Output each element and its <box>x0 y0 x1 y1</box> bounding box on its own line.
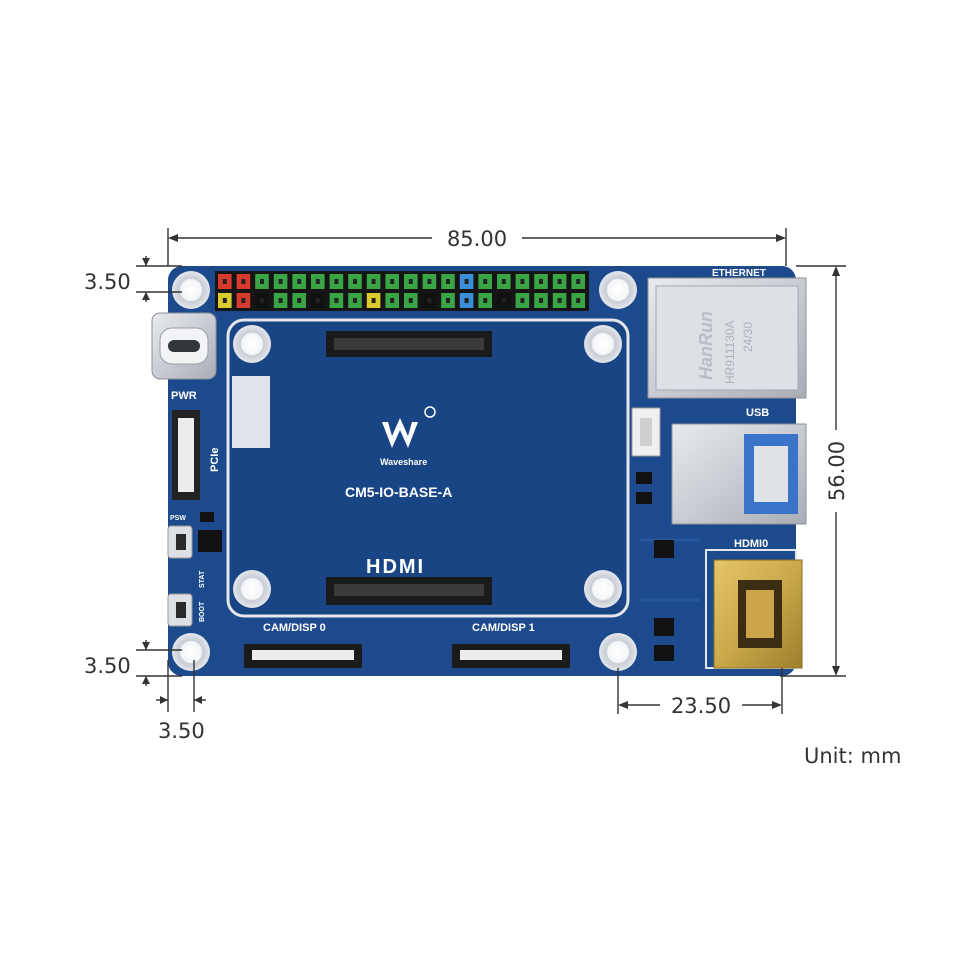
gpio-pin-tip <box>297 298 302 303</box>
unit-label: Unit: mm <box>804 744 902 768</box>
gpio-pin-tip <box>315 298 320 303</box>
rj45-model: HR911130A <box>723 320 737 384</box>
gpio-pin-tip <box>371 279 376 284</box>
hole-bottom-right <box>599 633 637 671</box>
gpio-pin-tip <box>297 279 302 284</box>
gpio-pin-tip <box>464 279 469 284</box>
gpio-pin-tip <box>557 298 562 303</box>
gpio-pin-tip <box>427 298 432 303</box>
gpio-pin-tip <box>576 279 581 284</box>
cam0-label: CAM/DISP 0 <box>263 622 326 634</box>
dim-hole-bottom: 3.50 <box>84 654 131 678</box>
dim-hole-top: 3.50 <box>84 270 131 294</box>
b2b-connector-bottom <box>326 577 492 605</box>
gpio-pin-tip <box>446 298 450 303</box>
ethernet-label: ETHERNET <box>712 268 766 279</box>
gpio-pin-tip <box>260 279 264 284</box>
stat-label: STAT <box>199 570 206 588</box>
brand-text: Waveshare <box>380 457 427 467</box>
ethernet-port <box>647 277 807 399</box>
gpio-header-base <box>215 271 589 311</box>
gpio-pin-tip <box>315 279 320 284</box>
smd-components-left <box>198 512 222 552</box>
gpio-pin-tip <box>408 279 413 284</box>
waveshare-logo-icon <box>382 406 436 448</box>
gpio-pin-tip <box>557 279 562 284</box>
gpio-pin-tip <box>260 298 264 303</box>
hdmi-logo: HDMI <box>366 556 425 578</box>
gpio-header <box>215 271 589 311</box>
gpio-pin-tip <box>278 279 283 284</box>
rj45-code: 24/30 <box>741 322 755 352</box>
cam-disp-1-connector <box>452 644 570 668</box>
gpio-pin-tip <box>278 298 283 303</box>
cam1-label: CAM/DISP 1 <box>472 622 535 634</box>
gpio-pin-tip <box>222 298 227 303</box>
gpio-pin-tip <box>483 279 488 284</box>
gpio-pin-tip <box>483 298 488 303</box>
rj45-brand: HanRun <box>696 311 716 380</box>
boot-button[interactable] <box>167 593 193 627</box>
gpio-pin-tip <box>353 279 357 284</box>
mounting-holes <box>172 271 637 671</box>
hdmi0-label: HDMI0 <box>734 538 768 550</box>
cam-disp-0-connector <box>244 644 362 668</box>
psw-label: PSW <box>170 515 186 522</box>
gpio-pin-tip <box>222 279 227 284</box>
gpio-pin-tip <box>408 298 413 303</box>
gpio-pin-tip <box>539 298 543 303</box>
board-name: CM5-IO-BASE-A <box>345 484 452 500</box>
b2b-connector-top <box>326 331 492 357</box>
hdmi-port <box>713 559 803 669</box>
usb-c-port <box>151 312 217 380</box>
dim-hole-left: 3.50 <box>158 719 205 743</box>
gpio-pin-tip <box>241 279 246 284</box>
hole-top-left <box>172 271 210 309</box>
usb-port <box>671 423 807 525</box>
gpio-pin-tip <box>371 298 376 303</box>
gpio-pin-tip <box>334 279 339 284</box>
gpio-pin-tip <box>353 298 357 303</box>
gpio-pin-tip <box>334 298 339 303</box>
gpio-pin-tip <box>464 298 469 303</box>
dim-port-offset: 23.50 <box>671 694 731 718</box>
gpio-pin-tip <box>520 298 525 303</box>
gpio-pin-tip <box>501 298 506 303</box>
hole-module-br <box>584 570 622 608</box>
gpio-pin-tip <box>539 279 543 284</box>
pcie-label: PCIe <box>209 448 221 472</box>
gpio-pin-tip <box>427 279 432 284</box>
gpio-pin-tip <box>241 298 246 303</box>
label-pad <box>232 376 270 448</box>
gpio-pin-tip <box>576 298 581 303</box>
dim-height: 56.00 <box>825 441 849 501</box>
gpio-pin-tip <box>390 279 395 284</box>
module-area <box>226 318 630 618</box>
gpio-pin-tip <box>501 279 506 284</box>
fan-connector <box>631 407 661 457</box>
hole-module-tr <box>584 325 622 363</box>
dim-width: 85.00 <box>447 227 507 251</box>
pwr-label: PWR <box>171 390 197 402</box>
pcie-connector <box>172 410 200 500</box>
usb-label: USB <box>746 407 769 419</box>
dimension-lines <box>136 228 846 714</box>
boot-label: BOOT <box>199 601 206 622</box>
smd-components-right <box>636 472 674 661</box>
hole-bottom-left <box>172 633 210 671</box>
gpio-pin-tip <box>520 279 525 284</box>
gpio-pin-tip <box>390 298 395 303</box>
psw-button[interactable] <box>167 525 193 559</box>
gpio-pin-tip <box>446 279 450 284</box>
hole-module-tl <box>233 325 271 363</box>
hole-module-bl <box>233 570 271 608</box>
hole-top-right <box>599 271 637 309</box>
